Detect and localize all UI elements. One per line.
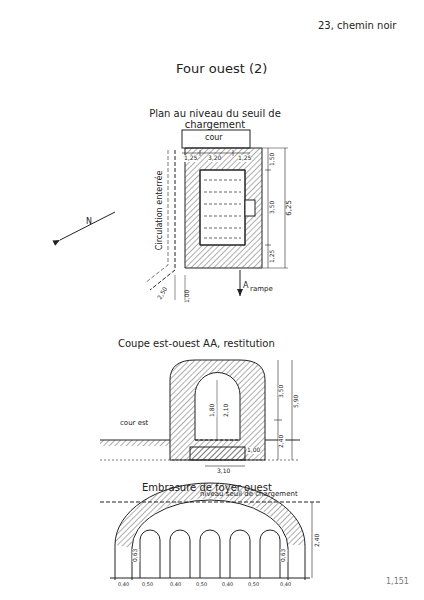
address-note: 23, chemin noir: [318, 20, 396, 31]
dimension-label: 6,25: [286, 200, 294, 216]
dimension-label: 0,40: [280, 582, 291, 588]
north-symbol: N: [86, 218, 92, 227]
level-note: niveau seuil de chargement: [200, 491, 298, 499]
page-number: 1,151: [386, 578, 409, 587]
view-title: Plan au niveau du seuil de chargement: [140, 108, 290, 130]
dimension-label: 1,25: [238, 155, 251, 162]
dimension-label: 0,63: [281, 548, 288, 561]
dimension-label: 2,10: [224, 403, 231, 416]
dimension-label: 3,10: [217, 468, 230, 475]
dimension-label: 1,50: [270, 152, 277, 165]
dimension-label: 1,00: [247, 447, 260, 454]
dimension-label: 1,00: [185, 289, 192, 302]
dimension-label: 0,63: [133, 548, 140, 561]
dimension-label: 0,40: [118, 582, 129, 588]
dimension-label: 0,50: [196, 582, 207, 588]
title: Four ouest (2): [176, 62, 267, 76]
dimension-label: 1,80: [210, 403, 217, 416]
view-title: Coupe est-ouest AA, restitution: [118, 338, 275, 349]
dimension-label: 0,40: [170, 582, 181, 588]
area-label: cour est: [120, 420, 148, 428]
dimension-label: 3,20: [208, 155, 221, 162]
dimension-label: 1,25: [184, 155, 197, 162]
dimension-label: 2,50: [157, 286, 169, 301]
dimension-label: 2,40: [279, 434, 286, 447]
area-label: cour: [205, 134, 223, 143]
dimension-label: 0,50: [142, 582, 153, 588]
dimension-label: 5,90: [294, 394, 301, 407]
dimension-label: 0,40: [222, 582, 233, 588]
dimension-label: 0,50: [248, 582, 259, 588]
area-label: rampe: [250, 286, 273, 294]
dimension-label: 1,25: [270, 249, 277, 262]
dimension-label: 3,50: [279, 384, 286, 397]
dimension-label: 2,40: [315, 533, 322, 546]
area-label: Circulation enterrée: [157, 170, 166, 250]
dimension-label: 3,50: [270, 200, 277, 213]
section-mark: A: [243, 282, 248, 291]
